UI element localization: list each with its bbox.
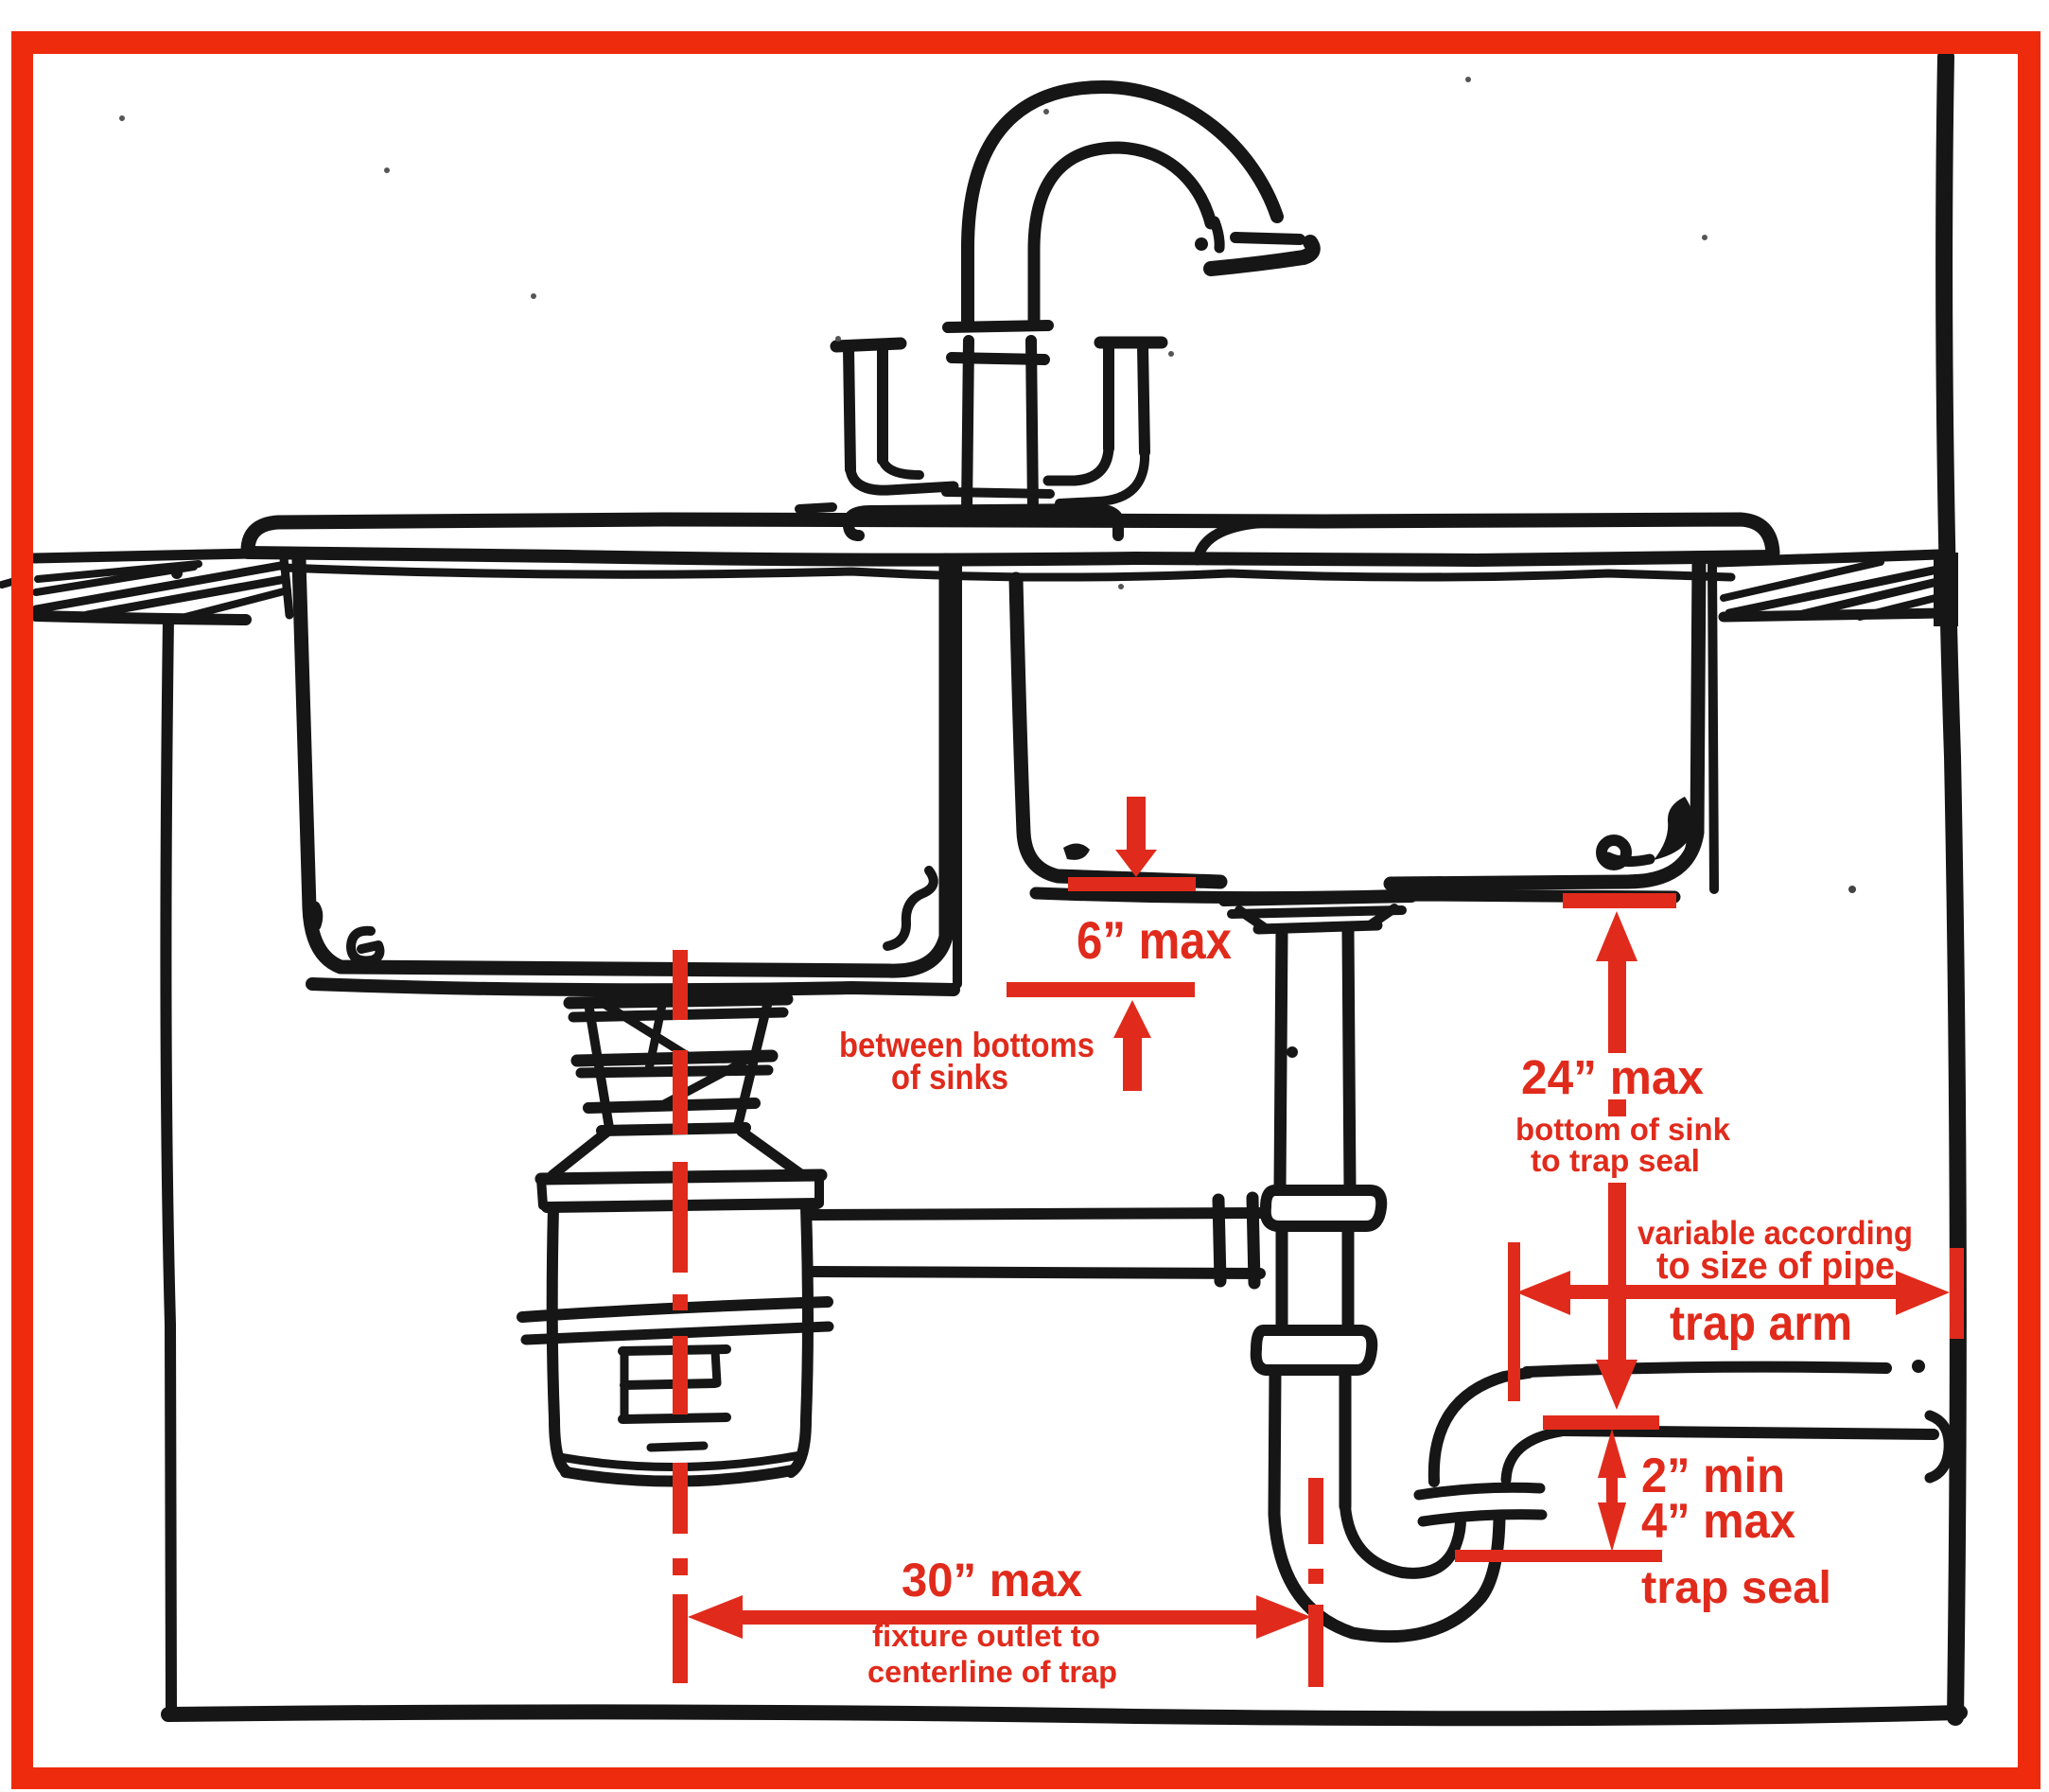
- svg-text:of sinks: of sinks: [891, 1058, 1008, 1097]
- svg-text:fixture outlet to: fixture outlet to: [872, 1619, 1100, 1653]
- svg-text:24” max: 24” max: [1521, 1050, 1704, 1104]
- svg-text:to size of pipe: to size of pipe: [1656, 1245, 1895, 1287]
- svg-text:between bottoms: between bottoms: [839, 1026, 1095, 1064]
- svg-text:bottom of sink: bottom of sink: [1515, 1112, 1731, 1147]
- svg-text:30” max: 30” max: [902, 1554, 1082, 1607]
- svg-text:4” max: 4” max: [1641, 1494, 1795, 1549]
- svg-text:2” min: 2” min: [1641, 1449, 1785, 1503]
- svg-text:trap seal: trap seal: [1641, 1563, 1831, 1613]
- svg-text:variable according: variable according: [1637, 1215, 1913, 1252]
- svg-text:trap arm: trap arm: [1670, 1296, 1852, 1351]
- svg-text:to trap seal: to trap seal: [1531, 1143, 1700, 1178]
- svg-text:6” max: 6” max: [1077, 910, 1232, 970]
- svg-text:centerline of trap: centerline of trap: [867, 1655, 1117, 1689]
